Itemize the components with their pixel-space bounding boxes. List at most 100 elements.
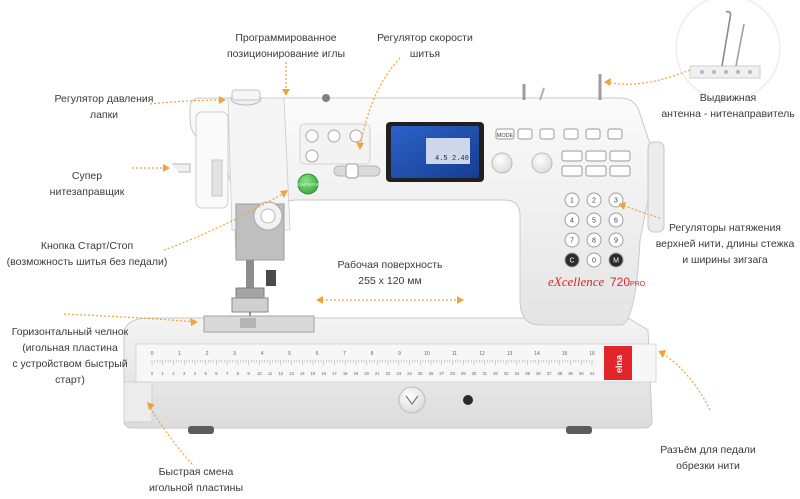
lcd-screen: 4.5 2.40 xyxy=(386,122,484,182)
bobbin-dial xyxy=(253,201,283,231)
ruler-label-cm: 9 xyxy=(247,371,250,376)
ruler-label-cm: 28 xyxy=(450,371,455,376)
keypad-key xyxy=(586,232,602,248)
svg-text:START/STOP: START/STOP xyxy=(297,183,320,187)
ruler-label-inch: 4 xyxy=(261,351,264,357)
ruler-label-cm: 24 xyxy=(407,371,412,376)
keypad-key xyxy=(564,212,580,228)
keypad-key-label: 4 xyxy=(570,218,574,225)
keypad-key-label: 2 xyxy=(592,198,596,205)
ruler-label-inch: 10 xyxy=(424,351,430,357)
start-stop-button-graphic: START/STOP xyxy=(297,173,320,195)
keypad-key-label: 5 xyxy=(592,218,596,225)
keypad-key-label: M xyxy=(613,258,619,265)
ruler-label-cm: 32 xyxy=(493,371,498,376)
keypad-key-label: C xyxy=(569,258,574,265)
ruler-label-cm: 25 xyxy=(418,371,423,376)
antenna-inset xyxy=(675,0,781,101)
keypad-key xyxy=(564,252,580,268)
ruler-label-cm: 33 xyxy=(504,371,509,376)
ruler-label-inch: 16 xyxy=(589,351,595,357)
needle-and-foot xyxy=(231,260,276,322)
ruler-label-inch: 6 xyxy=(316,351,319,357)
ruler-label-cm: 38 xyxy=(557,371,562,376)
bobbin-cover-dial xyxy=(398,386,473,414)
keypad-key xyxy=(586,212,602,228)
mode-buttons: MODE xyxy=(495,128,623,140)
ruler-label-inch: 13 xyxy=(507,351,513,357)
ruler-label-inch: 5 xyxy=(288,351,291,357)
function-buttons xyxy=(561,150,631,177)
ruler-label-cm: 36 xyxy=(536,371,541,376)
ruler-label-cm: 14 xyxy=(300,371,305,376)
keypad-key-label: 9 xyxy=(614,238,618,245)
ruler-label-cm: 31 xyxy=(482,371,487,376)
keypad-key xyxy=(608,212,624,228)
thread-antenna xyxy=(322,74,602,102)
ruler-label-cm: 39 xyxy=(568,371,573,376)
ruler-label-cm: 4 xyxy=(194,371,197,376)
keypad-key-label: 7 xyxy=(570,238,574,245)
keypad-key xyxy=(608,252,624,268)
ruler-label-cm: 41 xyxy=(590,371,595,376)
ruler-label-inch: 15 xyxy=(562,351,568,357)
label-start-stop: Кнопка Старт/Стоп(возможность шитья без … xyxy=(6,240,168,268)
svg-text:2.40: 2.40 xyxy=(452,155,469,163)
ruler-label-inch: 11 xyxy=(452,351,457,357)
keypad-key-label: 1 xyxy=(570,198,574,205)
ruler-label-cm: 30 xyxy=(472,371,477,376)
ruler-label-cm: 13 xyxy=(289,371,294,376)
elna-logo-text: elna xyxy=(614,354,624,373)
ruler-label-cm: 22 xyxy=(386,371,391,376)
callout-arrowheads xyxy=(147,78,666,410)
ruler-label-cm: 0 xyxy=(151,371,154,376)
ruler-label-cm: 29 xyxy=(461,371,466,376)
keypad-key-label: 0 xyxy=(592,258,596,265)
keypad-key xyxy=(586,252,602,268)
needle-panel xyxy=(299,123,371,165)
svg-text:eXcellence: eXcellence xyxy=(548,274,605,289)
ruler-label-cm: 3 xyxy=(183,371,186,376)
keypad-key-label: 3 xyxy=(614,198,618,205)
ruler-label-cm: 8 xyxy=(237,371,240,376)
ruler-label-cm: 26 xyxy=(429,371,434,376)
ruler-label-cm: 16 xyxy=(321,371,326,376)
ruler-label-cm: 35 xyxy=(525,371,530,376)
elna-logo: elna xyxy=(604,346,632,380)
speed-slider xyxy=(333,163,381,179)
ruler-label-inch: 8 xyxy=(371,351,374,357)
ruler-label-cm: 20 xyxy=(364,371,369,376)
keypad-key xyxy=(608,232,624,248)
ruler-label-inch: 14 xyxy=(534,351,540,357)
ruler-label-cm: 40 xyxy=(579,371,584,376)
ruler-label-cm: 19 xyxy=(354,371,359,376)
needle-plate xyxy=(203,315,315,333)
ruler-label-cm: 17 xyxy=(332,371,337,376)
handwheel xyxy=(647,141,665,233)
callout-arrows xyxy=(63,57,711,465)
ruler-label-inch: 9 xyxy=(398,351,401,357)
keypad-key xyxy=(564,192,580,208)
ruler-label-inch: 1 xyxy=(178,351,181,357)
machine-base xyxy=(123,317,657,434)
keypad-key xyxy=(608,192,624,208)
keypad-key-label: 6 xyxy=(614,218,618,225)
keypad-key xyxy=(586,192,602,208)
ruler-label-cm: 7 xyxy=(226,371,229,376)
ruler-label-inch: 0 xyxy=(151,351,154,357)
ruler-label-cm: 34 xyxy=(515,371,520,376)
ruler-label-inch: 2 xyxy=(206,351,209,357)
ruler-label-cm: 23 xyxy=(396,371,401,376)
ruler-label-cm: 11 xyxy=(268,371,273,376)
ruler-label-inch: 7 xyxy=(343,351,346,357)
svg-text:PRO: PRO xyxy=(630,281,646,288)
